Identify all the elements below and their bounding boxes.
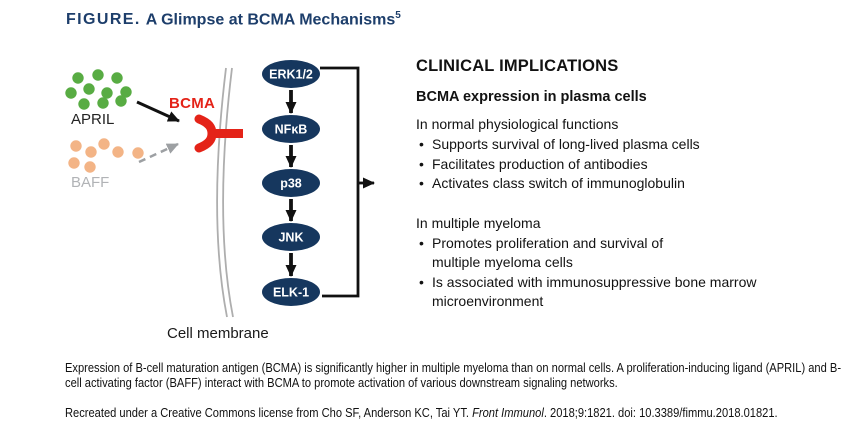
credit-prefix: Recreated under a Creative Commons licen… [65, 406, 473, 420]
list-item: Facilitates production of antibodies [416, 155, 852, 175]
list-item: Activates class switch of immunoglobulin [416, 174, 852, 194]
baff-to-bcma-arrow [138, 142, 179, 164]
signaling-cascade: ERK1/2 NFκB p38 JNK ELK-1 [262, 60, 320, 306]
signal-node-p38: p38 [262, 169, 320, 197]
signal-node-nfkb-label: NFκB [275, 123, 308, 137]
signal-node-erk-label: ERK1/2 [269, 68, 313, 82]
april-ligand-cluster [65, 69, 132, 110]
figure-credit: Recreated under a Creative Commons licen… [65, 406, 852, 420]
figure-title: FIGURE.A Glimpse at BCMA Mechanisms5 [66, 10, 401, 29]
clinical-implications-panel: CLINICAL IMPLICATIONS BCMA expression in… [416, 57, 852, 312]
bcma-mechanism-diagram: APRIL BAFF BCMA ERK1/2 [65, 60, 375, 342]
clinical-heading: CLINICAL IMPLICATIONS [416, 57, 619, 75]
pathway-bracket [320, 66, 360, 298]
normal-functions-title: In normal physiological functions [416, 116, 619, 132]
normal-functions-list: Supports survival of long-lived plasma c… [416, 135, 852, 194]
signal-node-elk1: ELK-1 [262, 278, 320, 306]
clinical-subheading: BCMA expression in plasma cells [416, 89, 647, 105]
signal-node-elk1-label: ELK-1 [273, 286, 309, 300]
list-item: Is associated with immunosuppressive bon… [416, 273, 852, 312]
signal-node-p38-label: p38 [280, 177, 302, 191]
bcma-label: BCMA [169, 95, 215, 112]
signal-node-nfkb: NFκB [262, 115, 320, 143]
credit-suffix: . 2018;9:1821. doi: 10.3389/fimmu.2018.0… [543, 406, 778, 420]
figure-caption: Expression of B-cell maturation antigen … [65, 361, 842, 390]
baff-label: BAFF [71, 174, 109, 191]
list-item: Promotes proliferation and survival of m… [416, 234, 852, 273]
bcma-receptor [194, 114, 243, 153]
figure-title-superscript: 5 [395, 10, 401, 21]
april-to-bcma-arrow [136, 100, 180, 123]
signal-node-erk: ERK1/2 [262, 60, 320, 88]
multiple-myeloma-list: Promotes proliferation and survival of m… [416, 234, 852, 312]
list-item: Supports survival of long-lived plasma c… [416, 135, 852, 155]
april-label: APRIL [71, 111, 114, 128]
signal-node-jnk: JNK [262, 223, 320, 251]
baff-ligand-cluster [68, 138, 144, 173]
figure-label: FIGURE. [66, 11, 141, 29]
cell-membrane-lines [216, 67, 234, 318]
figure-title-text: A Glimpse at BCMA Mechanisms [145, 11, 396, 29]
multiple-myeloma-title: In multiple myeloma [416, 214, 541, 231]
credit-journal: Front Immunol [472, 406, 544, 420]
cell-membrane-label: Cell membrane [167, 325, 269, 342]
signal-node-jnk-label: JNK [278, 231, 303, 245]
